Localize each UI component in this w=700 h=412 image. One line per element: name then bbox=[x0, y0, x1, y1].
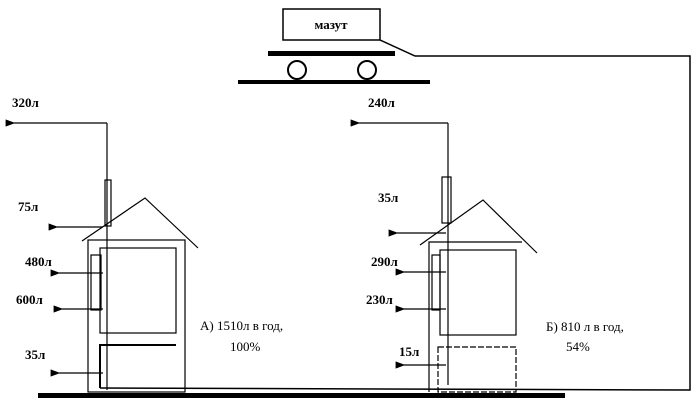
radiator bbox=[90, 254, 102, 311]
wheel-icon bbox=[357, 60, 377, 80]
loss-label: 230л bbox=[366, 292, 393, 307]
house-b-caption: Б) 810 л в год, bbox=[546, 319, 624, 334]
tanker-ground bbox=[238, 80, 430, 84]
lower-room bbox=[437, 346, 517, 393]
loss-label: 35л bbox=[378, 190, 398, 205]
house-b bbox=[350, 119, 538, 393]
loss-label: 75л bbox=[18, 199, 38, 214]
house-b-percent: 54% bbox=[566, 339, 590, 354]
fuel-tanker: мазут bbox=[238, 8, 430, 84]
upper-room bbox=[439, 249, 517, 336]
tanker-label: мазут bbox=[314, 17, 348, 32]
loss-label: 35л bbox=[25, 347, 45, 362]
radiator bbox=[431, 254, 441, 311]
roof bbox=[419, 199, 538, 254]
loss-label: 290л bbox=[371, 254, 398, 269]
supply-pipe bbox=[99, 39, 691, 391]
wheel-icon bbox=[287, 60, 307, 80]
house-a bbox=[5, 119, 199, 393]
house-a-caption: А) 1510л в год, bbox=[200, 318, 283, 333]
chimney bbox=[104, 179, 112, 227]
chimney bbox=[441, 176, 452, 224]
loss-label: 15л bbox=[399, 344, 419, 359]
loss-label: 480л bbox=[25, 254, 52, 269]
loss-label: 600л bbox=[16, 292, 43, 307]
house-a-percent: 100% bbox=[230, 339, 261, 354]
lower-room bbox=[99, 344, 176, 388]
outer-wall bbox=[428, 241, 522, 392]
outer-wall bbox=[87, 239, 186, 393]
tank-body bbox=[282, 8, 381, 41]
tanker-platform bbox=[268, 51, 395, 56]
loss-label: 320л bbox=[12, 95, 39, 110]
loss-label: 240л bbox=[368, 95, 395, 110]
upper-room bbox=[99, 247, 177, 334]
ground-line bbox=[38, 393, 565, 398]
